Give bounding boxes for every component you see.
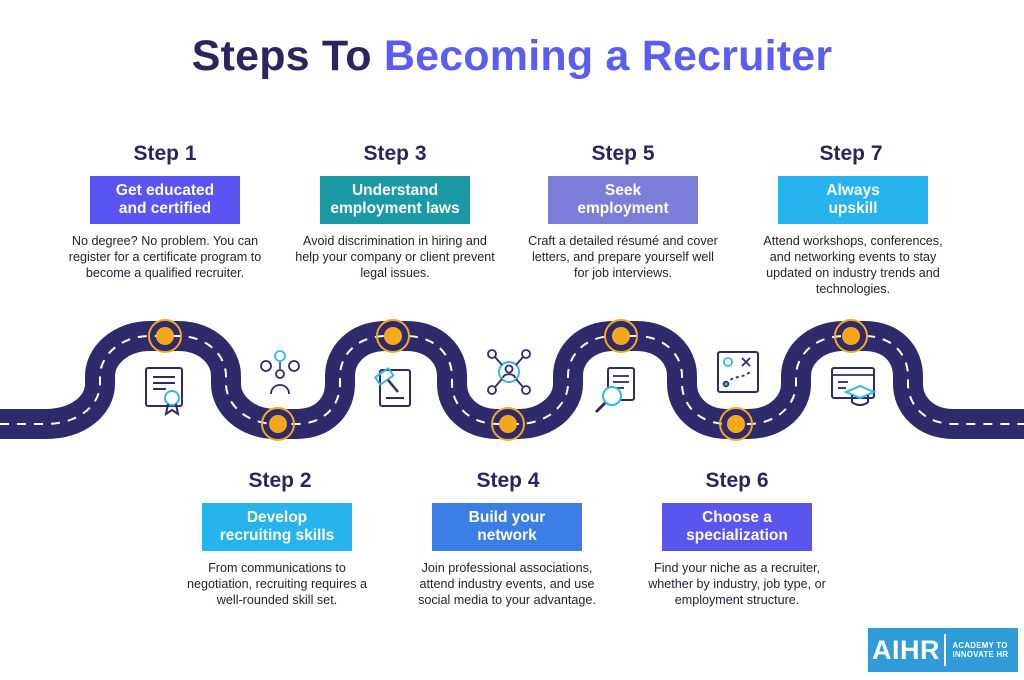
step-6-label: Step 6 [705, 469, 769, 492]
step-2-label: Step 2 [248, 469, 312, 492]
step-2-description: From communications to negotiation, recr… [187, 561, 367, 607]
step-3-marker [376, 319, 410, 353]
logo-divider [944, 634, 946, 666]
title-prefix: Steps To [191, 32, 372, 80]
title-highlight: Becoming a Recruiter [383, 32, 833, 80]
step-4-label: Step 4 [476, 469, 540, 492]
step-5-label: Step 5 [591, 142, 655, 165]
step-1-label: Step 1 [133, 142, 197, 165]
step-2-title: Develop recruiting skills [202, 503, 352, 551]
aihr-logo: AIHR ACADEMY TO INNOVATE HR [868, 628, 1018, 672]
road-center-dashes [0, 335, 1024, 425]
network-icon [487, 349, 531, 395]
step-1-title: Get educated and certified [90, 176, 240, 224]
logo-tagline-line2: INNOVATE HR [952, 650, 1009, 659]
step-6-marker [719, 407, 753, 441]
graduation-icon [831, 367, 877, 406]
logo-tagline-line1: ACADEMY TO [952, 640, 1008, 650]
step-6-description: Find your niche as a recruiter, whether … [648, 561, 826, 607]
step-6-title: Choose a specialization [662, 503, 812, 551]
step-5-title: Seek employment [548, 176, 698, 224]
certificate-icon [145, 367, 183, 417]
step-4-description: Join professional associations, attend i… [418, 561, 596, 607]
step-7-description: Attend workshops, conferences, and netwo… [763, 234, 943, 296]
step-3-label: Step 3 [363, 142, 427, 165]
step-5-description: Craft a detailed résumé and cover letter… [528, 234, 718, 280]
strategy-icon [717, 351, 759, 393]
step-4-marker [491, 407, 525, 441]
step-3-title: Understand employment laws [320, 176, 470, 224]
step-2-marker [261, 407, 295, 441]
step-1-description: No degree? No problem. You can register … [68, 234, 262, 280]
logo-tagline: ACADEMY TO INNOVATE HR [946, 641, 1009, 660]
step-3-description: Avoid discrimination in hiring and help … [295, 234, 495, 280]
resume-search-icon [594, 367, 635, 414]
step-7-marker [834, 319, 868, 353]
step-5-marker [604, 319, 638, 353]
page-title: Steps To Becoming a Recruiter [0, 32, 1024, 81]
step-7-title: Always upskill [778, 176, 928, 224]
step-7-label: Step 7 [819, 142, 883, 165]
logo-brand: AIHR [872, 634, 940, 665]
road [0, 321, 1024, 439]
step-1-marker [148, 319, 182, 353]
gavel-icon [374, 367, 411, 407]
skills-icon [260, 350, 300, 395]
step-4-title: Build your network [432, 503, 582, 551]
